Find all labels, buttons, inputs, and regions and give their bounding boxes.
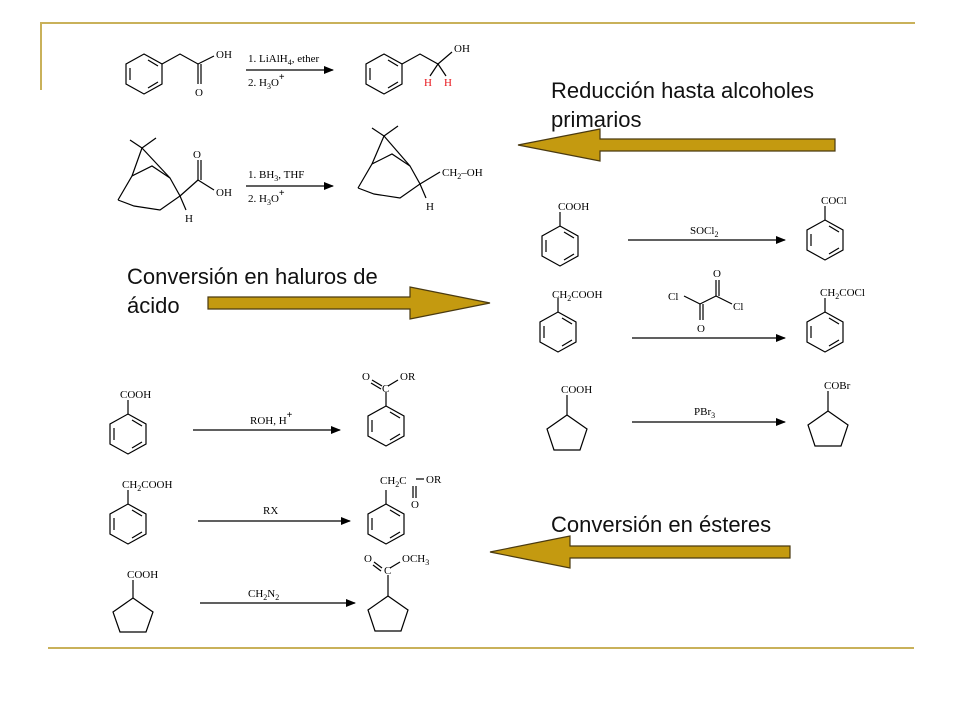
oxalyl-cl2: Cl bbox=[733, 301, 743, 313]
label-halide: Conversión en haluros de ácido bbox=[127, 264, 378, 318]
halide-reactions bbox=[539, 206, 849, 451]
r1-step2: 2. H3O+ bbox=[248, 72, 285, 91]
r1-product-h1: H bbox=[424, 77, 432, 89]
oxalyl-o2: O bbox=[697, 323, 705, 335]
ester-r3-o: O bbox=[364, 553, 372, 565]
r2-step1: 1. BH3, THF bbox=[248, 169, 304, 183]
reduction-reaction-1-text: OH O 1. LiAlH4, ether 2. H3O+ OH H H bbox=[195, 43, 470, 99]
r1-reactant-o: O bbox=[195, 87, 203, 99]
r1-step1: 1. LiAlH4, ether bbox=[248, 53, 320, 67]
ester-r2-reagent: RX bbox=[263, 505, 278, 517]
halide-r1-reactant: COOH bbox=[558, 201, 589, 213]
ester-r3-och3: OCH3 bbox=[402, 553, 429, 567]
reduction-reaction-2-text: O OH H 1. BH3, THF 2. H3O+ CH2–OH H bbox=[185, 149, 483, 225]
r1-product-h2: H bbox=[444, 77, 452, 89]
ester-r1-reactant: COOH bbox=[120, 389, 151, 401]
label-reduction: Reducción hasta alcoholes primarios bbox=[551, 78, 814, 132]
ester-reactions bbox=[109, 379, 424, 633]
ester-r2-o: O bbox=[411, 499, 419, 511]
arrow-ester bbox=[489, 535, 791, 569]
arrow-halide bbox=[207, 286, 491, 320]
r2-product-ch2oh: CH2–OH bbox=[442, 167, 483, 181]
r1-product-oh: OH bbox=[454, 43, 470, 55]
ester-r3-reagent: CH2N2 bbox=[248, 588, 279, 602]
r2-reactant-o: O bbox=[193, 149, 201, 161]
oxalyl-cl1: Cl bbox=[668, 291, 678, 303]
ester-r2-product: CH2C bbox=[380, 475, 407, 489]
r2-reactant-oh: OH bbox=[216, 187, 232, 199]
oxalyl-o1: O bbox=[713, 268, 721, 280]
ester-r1-or: OR bbox=[400, 371, 416, 383]
ester-r3-reactant: COOH bbox=[127, 569, 158, 581]
halide-r3-product: COBr bbox=[824, 380, 851, 392]
ester-r2-or: OR bbox=[426, 474, 442, 486]
left-rule bbox=[40, 22, 42, 90]
ester-reactions-text: COOH ROH, H+ O C OR CH2COOH RX CH2C OR O… bbox=[120, 371, 442, 602]
ester-r1-o: O bbox=[362, 371, 370, 383]
halide-r3-reagent: PBr3 bbox=[694, 406, 715, 420]
ester-r3-c: C bbox=[384, 565, 391, 577]
halide-r1-product: COCl bbox=[821, 195, 847, 207]
r1-reactant-oh: OH bbox=[216, 49, 232, 61]
arrow-reduction bbox=[517, 128, 836, 162]
halide-reactions-text: COOH SOCl2 COCl CH2COOH O O Cl Cl CH2COC… bbox=[552, 195, 865, 420]
reduction-reaction-1 bbox=[125, 51, 453, 95]
halide-r1-reagent: SOCl2 bbox=[690, 225, 718, 239]
halide-r2-reactant: CH2COOH bbox=[552, 289, 603, 303]
label-ester: Conversión en ésteres bbox=[551, 512, 772, 537]
r2-product-h: H bbox=[426, 201, 434, 213]
bottom-rule bbox=[48, 647, 914, 649]
reduction-reaction-2 bbox=[117, 125, 441, 211]
ester-r1-c: C bbox=[382, 383, 389, 395]
r2-step2: 2. H3O+ bbox=[248, 188, 285, 207]
halide-r2-product: CH2COCl bbox=[820, 287, 865, 301]
halide-r3-reactant: COOH bbox=[561, 384, 592, 396]
ester-r2-reactant: CH2COOH bbox=[122, 479, 173, 493]
top-rule bbox=[40, 22, 915, 24]
ester-r1-reagent: ROH, H+ bbox=[250, 410, 293, 427]
r2-reactant-h: H bbox=[185, 213, 193, 225]
